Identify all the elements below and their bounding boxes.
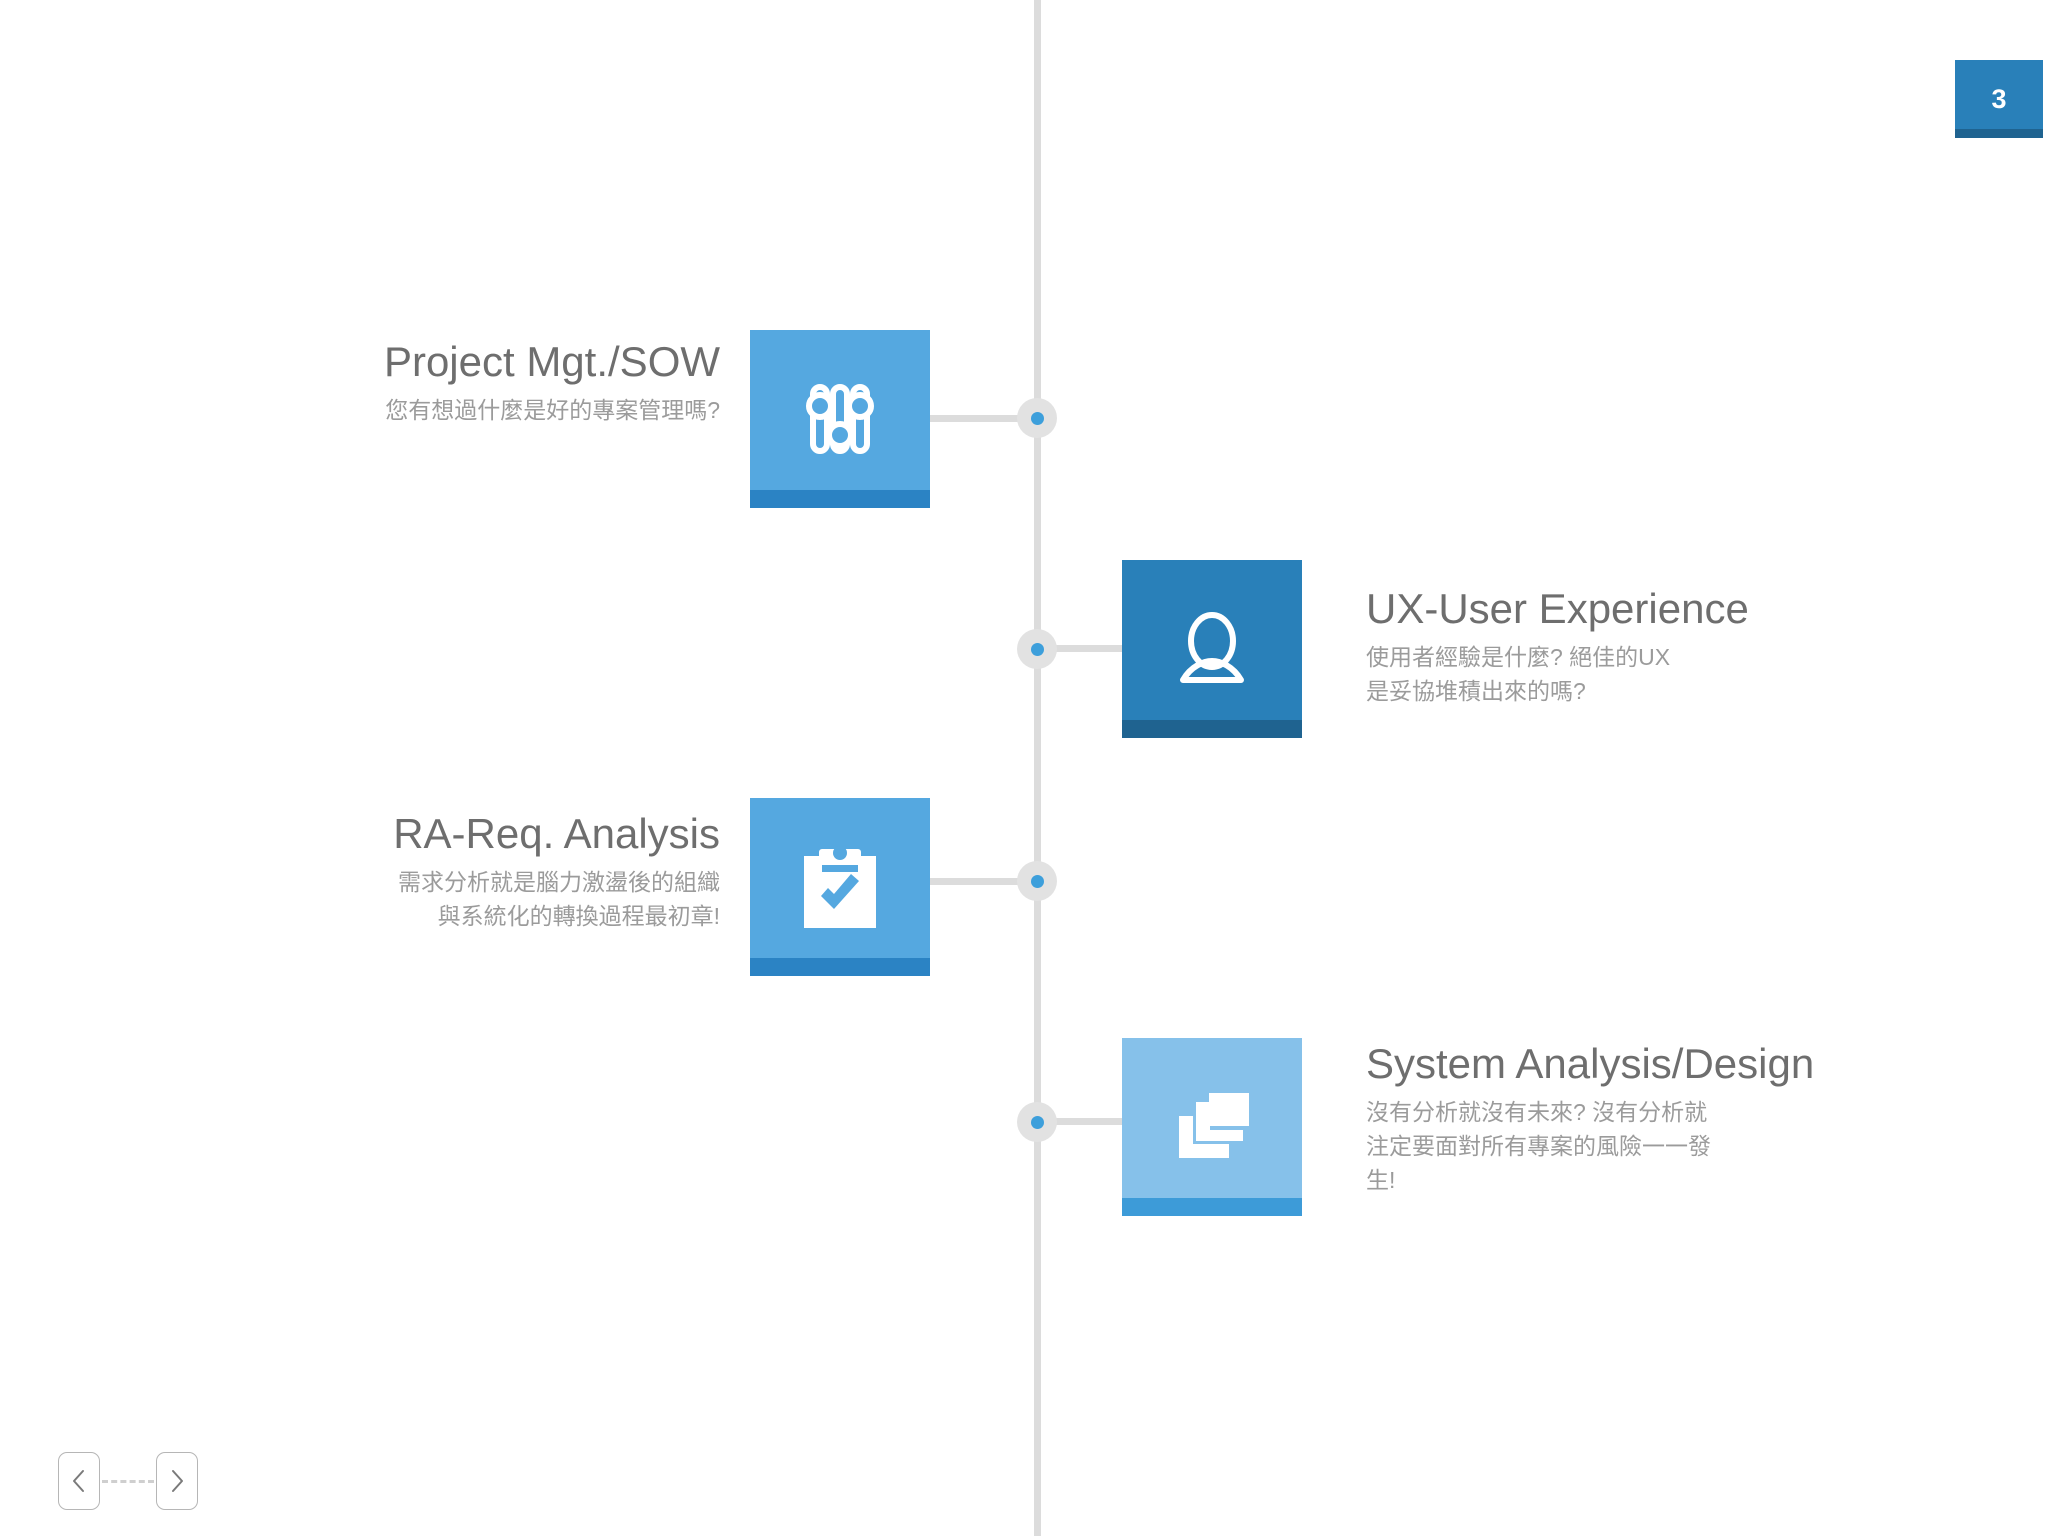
text-block-project-mgt-sow: Project Mgt./SOW 您有想過什麼是好的專案管理嗎? xyxy=(220,338,720,427)
item-subtitle-1-line-1: 您有想過什麼是好的專案管理嗎? xyxy=(385,397,720,424)
item-title-4: System Analysis/Design xyxy=(1366,1040,1815,1087)
nav-dashed-connector xyxy=(102,1480,154,1483)
clipboard-check-icon xyxy=(804,846,876,928)
item-subtitle-1: 您有想過什麼是好的專案管理嗎? xyxy=(220,393,720,427)
item-subtitle-3-line-1: 需求分析就是腦力激盪後的組織 xyxy=(398,869,720,896)
icon-tile-ra-req-analysis[interactable] xyxy=(750,798,930,976)
chevron-right-icon xyxy=(172,1470,183,1492)
item-subtitle-4-line-3: 生! xyxy=(1366,1167,1396,1194)
node-dot-4 xyxy=(1030,1115,1044,1129)
node-dot-3 xyxy=(1030,874,1044,888)
item-subtitle-2-line-2: 是妥協堆積出來的嗎? xyxy=(1366,678,1586,705)
timeline-node-2[interactable] xyxy=(1017,629,1057,669)
timeline-node-3[interactable] xyxy=(1017,861,1057,901)
item-subtitle-3-line-2: 與系統化的轉換過程最初章! xyxy=(437,903,720,930)
item-subtitle-4: 沒有分析就沒有未來? 沒有分析就 注定要面對所有專案的風險一一發 生! xyxy=(1366,1095,1926,1197)
icon-tile-ux-user-experience[interactable] xyxy=(1122,560,1302,738)
tile-foot-4 xyxy=(1122,1198,1302,1216)
connector-arm-4 xyxy=(1040,1118,1125,1125)
connector-arm-1 xyxy=(930,415,1040,422)
user-avatar-icon xyxy=(1180,612,1244,683)
next-slide-button[interactable] xyxy=(156,1452,198,1510)
item-subtitle-2-line-1: 使用者經驗是什麼? 絕佳的UX xyxy=(1366,644,1671,671)
tile-foot-3 xyxy=(750,958,930,976)
item-subtitle-2: 使用者經驗是什麼? 絕佳的UX 是妥協堆積出來的嗎? xyxy=(1366,640,1926,708)
page-number-label: 3 xyxy=(1991,83,2007,114)
icon-tile-system-analysis-design[interactable] xyxy=(1122,1038,1302,1216)
sliders-icon xyxy=(806,384,874,454)
tile-foot-1 xyxy=(750,490,930,508)
page-number-badge: 3 xyxy=(1955,60,2043,138)
icon-tile-project-mgt-sow[interactable] xyxy=(750,330,930,508)
node-dot-1 xyxy=(1030,411,1044,425)
node-dot-2 xyxy=(1030,642,1044,656)
page-badge-foot xyxy=(1955,129,2043,138)
text-block-ux-user-experience: UX-User Experience 使用者經驗是什麼? 絕佳的UX 是妥協堆積… xyxy=(1366,585,1926,708)
connector-arm-2 xyxy=(1040,645,1125,652)
item-subtitle-4-line-1: 沒有分析就沒有未來? 沒有分析就 xyxy=(1366,1099,1708,1126)
item-title-1: Project Mgt./SOW xyxy=(383,338,720,385)
item-title-2: UX-User Experience xyxy=(1366,585,1749,632)
item-title-3: RA-Req. Analysis xyxy=(393,810,720,857)
timeline-node-1[interactable] xyxy=(1017,398,1057,438)
item-subtitle-4-line-2: 注定要面對所有專案的風險一一發 xyxy=(1366,1133,1711,1160)
stacked-windows-icon xyxy=(1179,1093,1249,1158)
text-block-system-analysis-design: System Analysis/Design 沒有分析就沒有未來? 沒有分析就 … xyxy=(1366,1040,1926,1197)
chevron-left-icon xyxy=(73,1470,84,1492)
timeline-node-4[interactable] xyxy=(1017,1102,1057,1142)
connector-arm-3 xyxy=(930,878,1040,885)
text-block-ra-req-analysis: RA-Req. Analysis 需求分析就是腦力激盪後的組織 與系統化的轉換過… xyxy=(220,810,720,933)
prev-slide-button[interactable] xyxy=(58,1452,100,1510)
timeline-spine xyxy=(1034,0,1041,1536)
item-subtitle-3: 需求分析就是腦力激盪後的組織 與系統化的轉換過程最初章! xyxy=(220,865,720,933)
tile-foot-2 xyxy=(1122,720,1302,738)
slide-navigation xyxy=(58,1452,198,1512)
